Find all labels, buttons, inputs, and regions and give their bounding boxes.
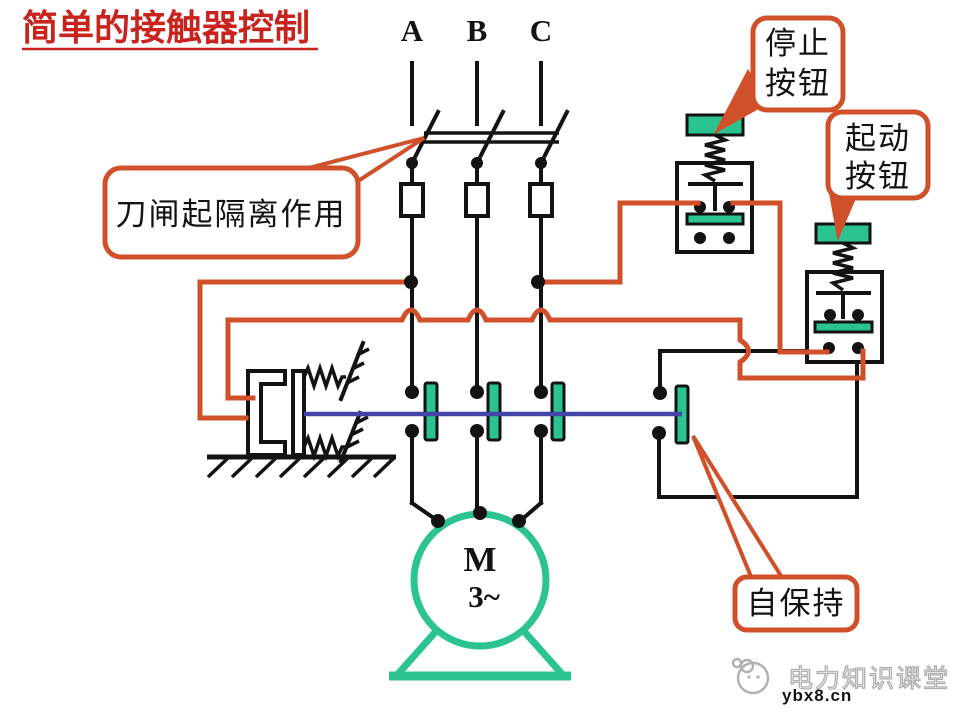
- start-button: [805, 222, 884, 364]
- main-contact-c: [550, 381, 566, 442]
- callout-self-hold: 自保持: [691, 434, 860, 633]
- callout-knife-switch: 刀闸起隔离作用: [102, 136, 426, 260]
- ground-hatching: [206, 456, 396, 479]
- contactor-electromagnet: [206, 340, 396, 479]
- callout-stop-button: 停止 按钮: [713, 15, 846, 135]
- page-title: 简单的接触器控制: [22, 8, 310, 48]
- callout-stop-line1: 停止: [765, 26, 831, 61]
- motor-leg-right: [519, 626, 565, 677]
- contact-nodes: [405, 385, 667, 440]
- contactor-contacts: [304, 381, 690, 445]
- anchor-bottom: [338, 410, 363, 464]
- main-contact-a: [423, 381, 439, 442]
- watermark: 电力知识课堂 ybx8.cn: [731, 657, 950, 705]
- start-button-spring: [828, 241, 859, 292]
- wire-coil-to-start: [225, 307, 866, 401]
- callout-knife-label: 刀闸起隔离作用: [116, 197, 347, 232]
- callout-stop-line2: 按钮: [765, 66, 831, 101]
- tap-node-a: [404, 275, 418, 289]
- callout-self-hold-label: 自保持: [747, 586, 846, 621]
- callout-start-line2: 按钮: [845, 159, 911, 194]
- fuse-b: [464, 182, 490, 218]
- motor-rating: 3~: [468, 579, 500, 614]
- three-phase-lines: [399, 61, 570, 524]
- knife-blade-b: [474, 109, 506, 166]
- control-circuit-wiring: [197, 200, 866, 421]
- phase-labels: A B C: [401, 13, 552, 48]
- wire-stop-to-start: [730, 200, 830, 355]
- stop-button: [675, 113, 754, 254]
- knife-blade-a: [409, 109, 441, 166]
- callout-pointer: [691, 434, 787, 581]
- phase-label-a: A: [401, 13, 424, 48]
- motor-leg-left: [395, 626, 441, 677]
- callout-start-button: 起动 按钮: [825, 109, 931, 242]
- motor: M 3~: [389, 506, 571, 681]
- anchor-top: [338, 340, 366, 402]
- magnet-core: [246, 369, 287, 457]
- phase-label-c: C: [530, 13, 552, 48]
- motor-letter: M: [463, 540, 496, 579]
- spring-top: [302, 362, 346, 392]
- stop-button-spring: [700, 133, 731, 183]
- main-contact-b: [486, 381, 502, 442]
- callout-start-line1: 起动: [845, 121, 911, 156]
- phase-label-b: B: [467, 13, 488, 48]
- start-contact-bridge: [813, 320, 874, 334]
- self-hold-wiring: [657, 347, 859, 499]
- watermark-logo-icon: [731, 657, 770, 695]
- armature: [291, 369, 306, 457]
- watermark-site: ybx8.cn: [782, 686, 852, 705]
- knife-blade-c: [538, 109, 570, 166]
- stop-contact-bridge: [685, 212, 745, 226]
- tap-node-c: [531, 275, 545, 289]
- fuse-a: [399, 182, 425, 218]
- spring-bottom: [302, 432, 346, 462]
- wire-phaseA-to-coil: [197, 279, 414, 421]
- fuse-c: [528, 182, 554, 218]
- wire-phaseC-to-stop: [535, 200, 701, 285]
- watermark-brand: 电力知识课堂: [788, 665, 950, 693]
